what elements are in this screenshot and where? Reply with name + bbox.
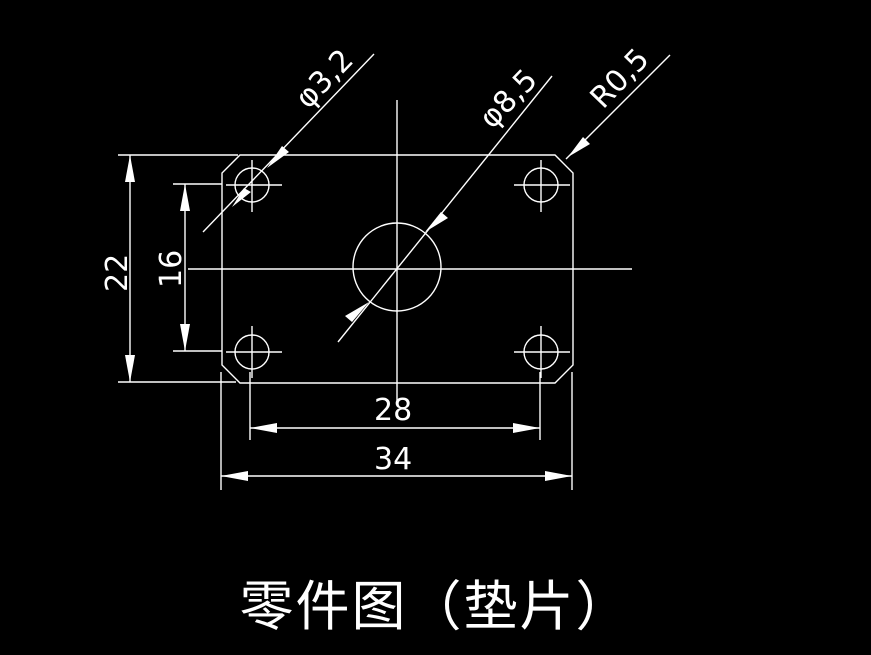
arrowheads [125, 137, 590, 481]
label-outer-width: 34 [374, 442, 412, 477]
dimension-outer-height [118, 154, 238, 383]
center-hole [352, 222, 442, 312]
dimension-outer-width [220, 372, 573, 490]
corner-hole-top-left [226, 160, 282, 212]
leader-small-hole [202, 53, 375, 233]
drawing-caption: 零件图（垫片） [239, 575, 632, 638]
dimension-hole-spacing-horizontal [249, 372, 541, 440]
dimension-hole-spacing-vertical [173, 183, 222, 352]
label-outer-height: 22 [100, 254, 135, 292]
label-hole-spacing-horizontal: 28 [374, 393, 412, 428]
leader-center-hole [337, 75, 553, 343]
label-hole-spacing-vertical: 16 [154, 250, 189, 288]
corner-hole-top-right [514, 160, 570, 212]
corner-hole-bottom-right [514, 326, 570, 378]
gasket-outline [221, 154, 574, 384]
corner-hole-bottom-left [226, 326, 282, 378]
